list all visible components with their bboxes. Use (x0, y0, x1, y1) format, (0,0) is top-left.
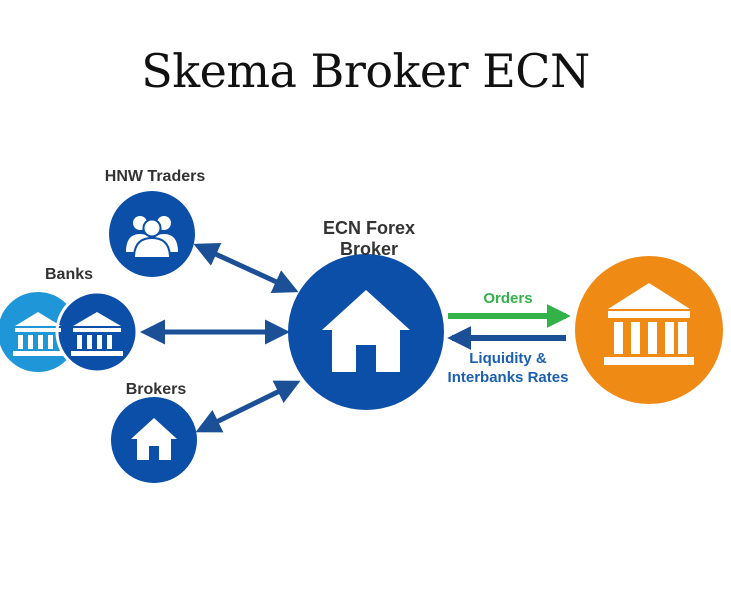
interbank-node (575, 256, 723, 404)
hnw-ecn-arrow (193, 242, 299, 294)
bank-icon (13, 312, 63, 356)
house-icon (322, 290, 410, 372)
ecn-broker-label-line2: Broker (340, 239, 398, 259)
liquidity-label-line2: Interbanks Rates (448, 369, 569, 386)
banks-node (0, 290, 139, 374)
users-icon (126, 216, 178, 259)
liquidity-label-line1: Liquidity & (469, 350, 547, 367)
hnw-traders-node (109, 191, 195, 277)
banks-label: Banks (45, 266, 93, 283)
ecn-diagram: HNW Traders (0, 168, 723, 483)
ecn-broker-node (288, 254, 444, 410)
brokers-ecn-arrow (195, 380, 301, 433)
diagram-panel: HNW Traders (0, 140, 731, 510)
bank-icon (71, 312, 123, 356)
orders-label: Orders (483, 290, 532, 307)
brokers-node (111, 397, 197, 483)
hnw-traders-label: HNW Traders (105, 168, 206, 185)
brokers-label: Brokers (126, 381, 187, 398)
ecn-broker-label-line1: ECN Forex (323, 218, 415, 238)
house-icon (131, 418, 177, 460)
bank-icon (604, 283, 694, 365)
page-title: Skema Broker ECN (141, 44, 590, 98)
